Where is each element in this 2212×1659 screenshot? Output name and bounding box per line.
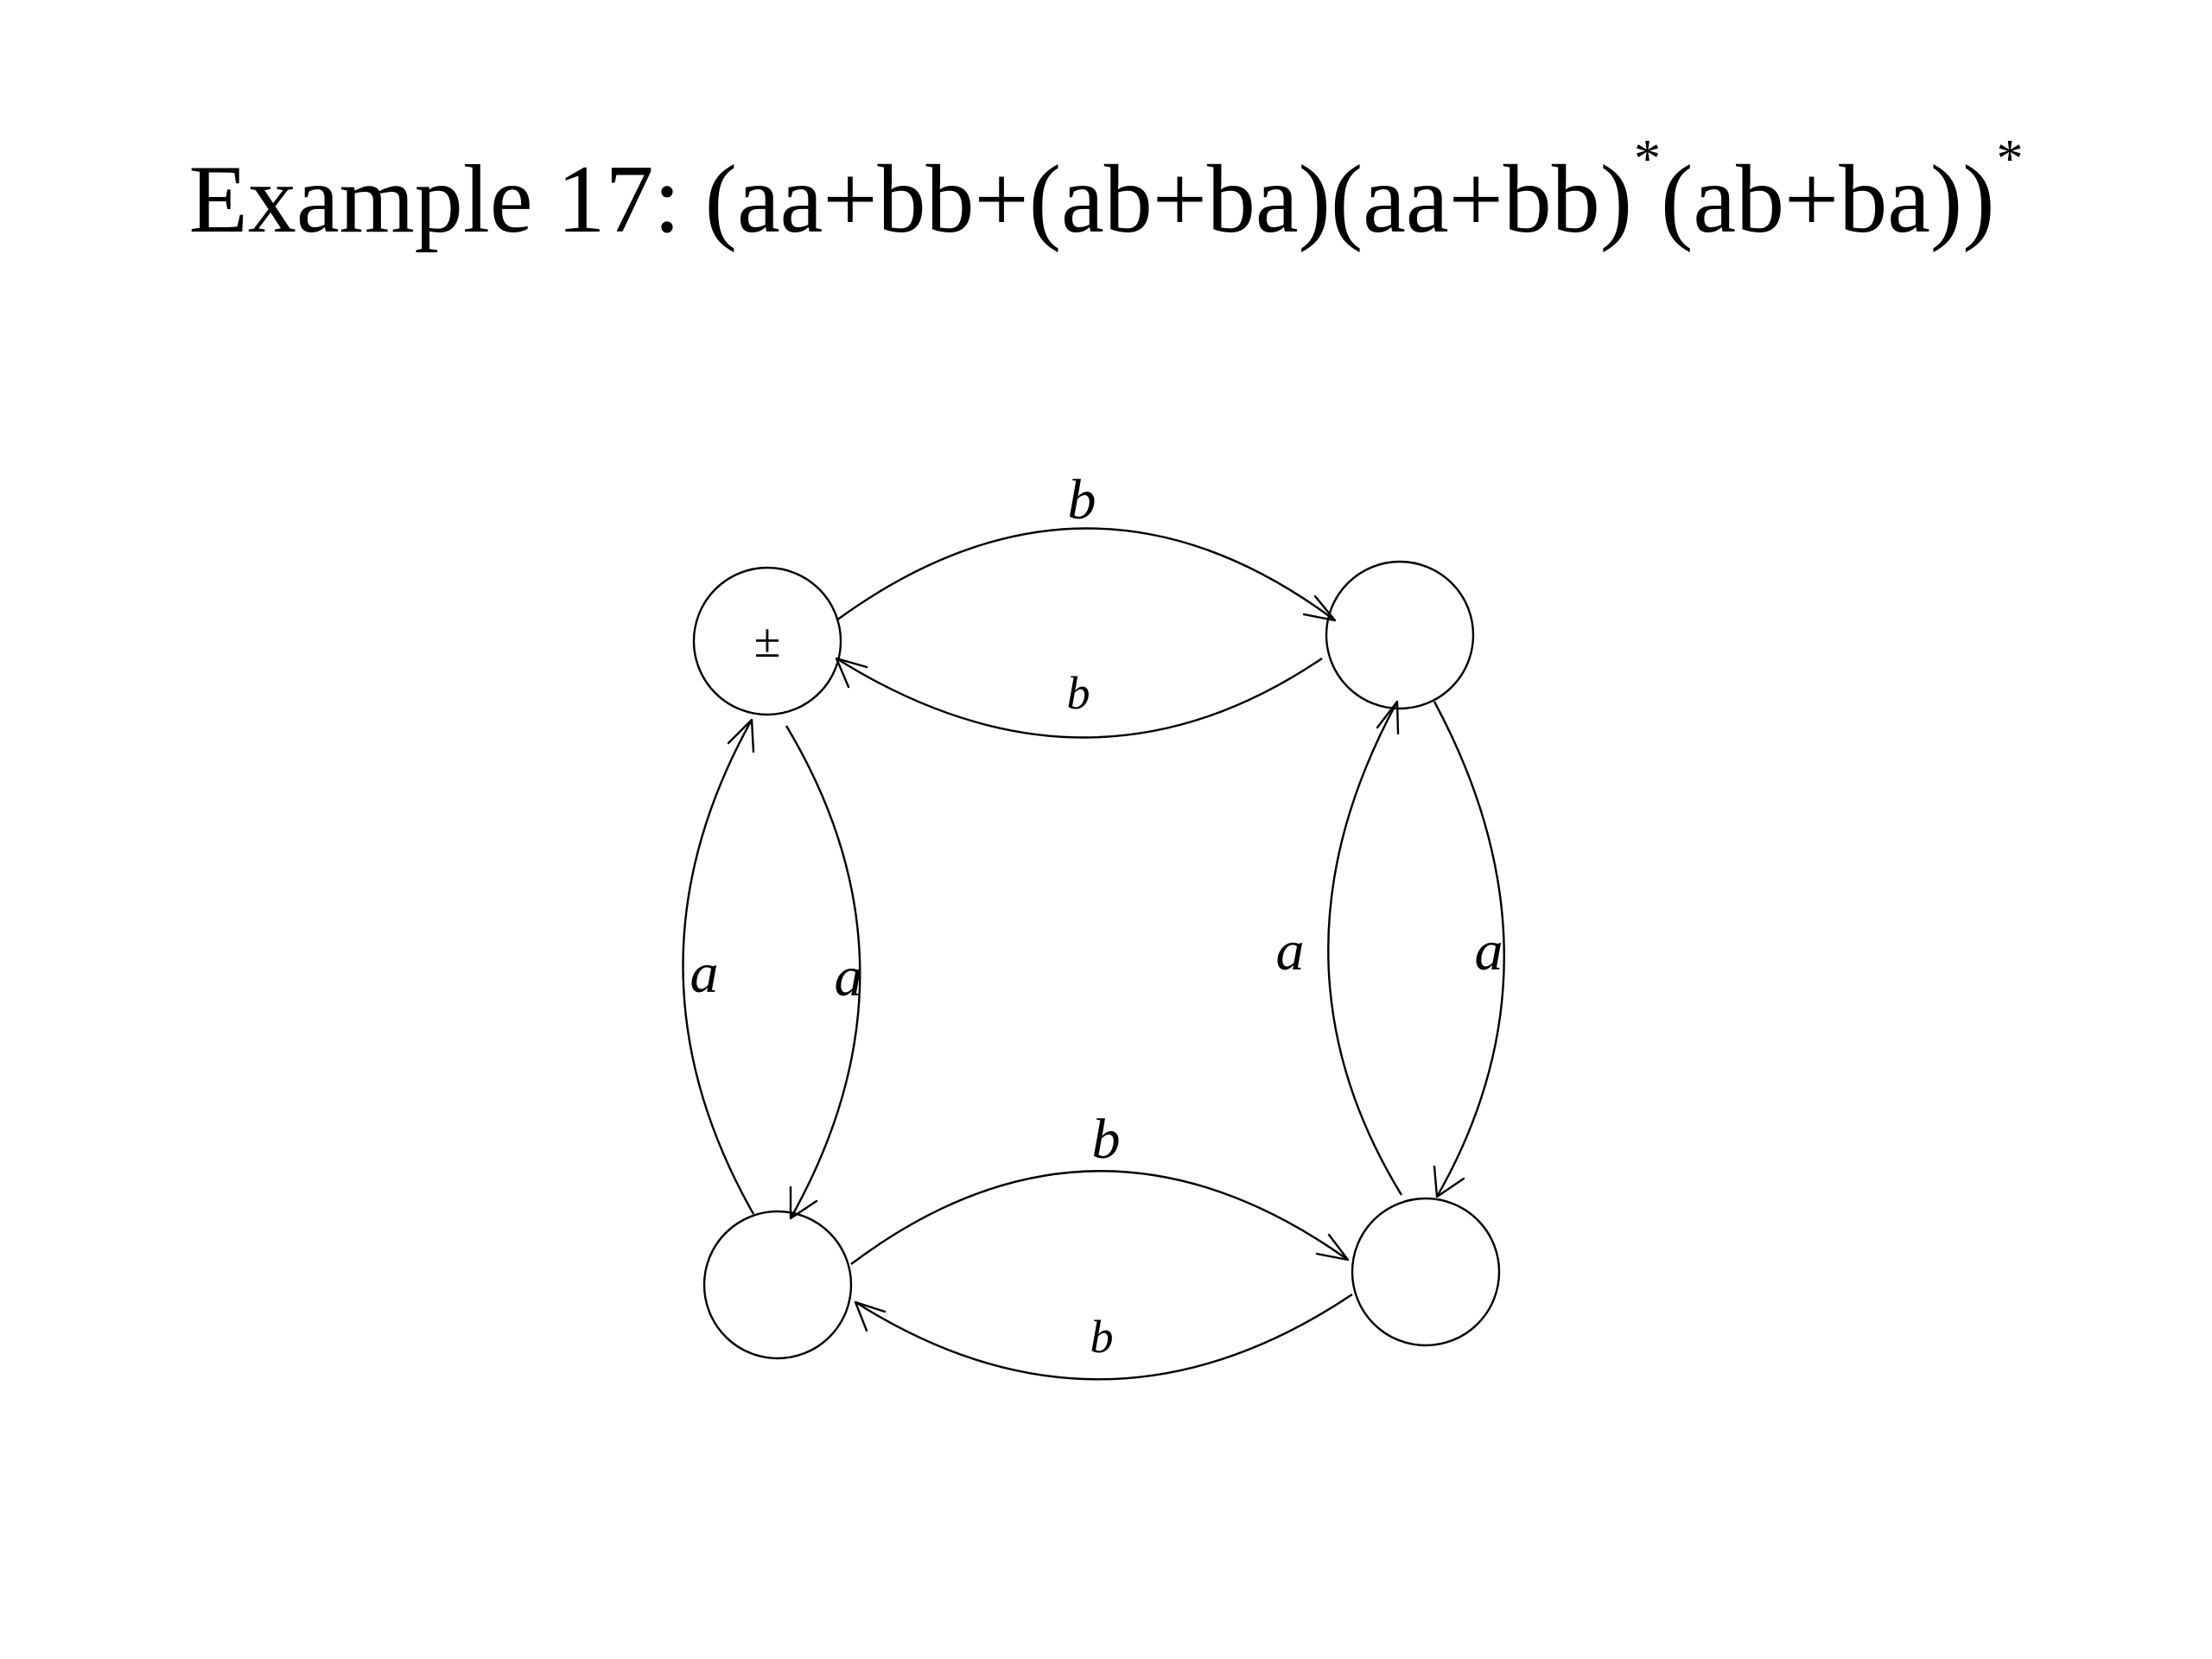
state-bottom-right (1351, 1197, 1501, 1347)
edge-bottom-right-to-bottom-left (855, 1294, 1353, 1381)
edge-label-top-left-to-top-right: b (1068, 468, 1096, 531)
arrow-head-bottom-right-to-bottom-left (854, 1300, 887, 1332)
edge-bottom-right-to-top-right (1327, 701, 1403, 1196)
edge-label-top-right-to-bottom-right: a (1475, 919, 1503, 982)
state-top-right (1325, 560, 1475, 710)
edge-label-top-right-to-top-left: b (1067, 667, 1090, 719)
arrow-head-top-left-to-bottom-left (789, 1185, 818, 1220)
edge-bottom-left-to-top-left (682, 719, 755, 1215)
arrow-head-top-right-to-top-left (835, 657, 868, 689)
arrow-head-bottom-right-to-top-right (1376, 700, 1400, 735)
arrow-head-bottom-left-to-top-left (727, 718, 755, 753)
edge-top-left-to-bottom-left (785, 725, 861, 1219)
title-kleene-star-2: * (1996, 130, 2024, 188)
arrow-head-top-left-to-top-right (1302, 594, 1337, 622)
title-example-label: Example 17: (188, 146, 681, 253)
edge-label-bottom-left-to-top-left: a (690, 942, 719, 1005)
edge-label-bottom-right-to-top-right: a (1276, 919, 1305, 982)
edge-label-bottom-left-to-bottom-right: b (1092, 1108, 1121, 1171)
state-label-start-final: ± (754, 614, 781, 668)
edge-top-right-to-bottom-right (1433, 701, 1505, 1198)
title-expression-part1: (aa+bb+(ab+ba)(aa+bb) (704, 146, 1633, 253)
edge-bottom-left-to-bottom-right (850, 1170, 1349, 1265)
state-top-left (692, 566, 842, 716)
edge-label-top-left-to-bottom-left: a (835, 945, 863, 1008)
title-expression-part2: (ab+ba)) (1661, 146, 1995, 253)
edge-label-bottom-right-to-bottom-left: b (1090, 1311, 1114, 1363)
slide-title: Example 17: (aa+bb+(ab+ba)(aa+bb)*(ab+ba… (0, 130, 2212, 253)
edge-top-right-to-top-left (836, 657, 1323, 739)
title-kleene-star-1: * (1634, 130, 1662, 188)
state-bottom-left (702, 1210, 853, 1360)
arrow-head-top-right-to-bottom-right (1433, 1165, 1465, 1198)
arrow-head-bottom-left-to-bottom-right (1315, 1233, 1350, 1262)
edge-top-left-to-top-right (836, 527, 1336, 621)
